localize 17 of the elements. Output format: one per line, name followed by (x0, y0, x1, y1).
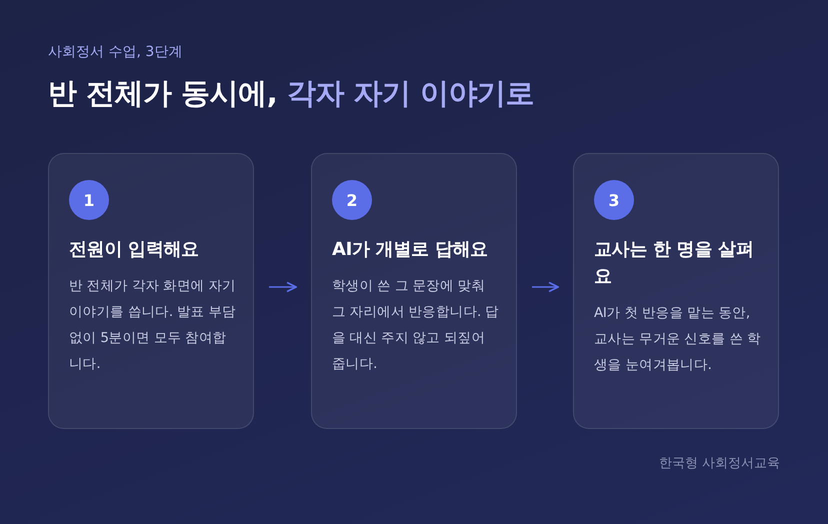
footer-note: 한국형 사회정서교육 (658, 455, 780, 472)
subtitle: 사회정서 수업, 3단계 (48, 43, 182, 61)
step-description: AI가 첫 반응을 맡는 동안, 교사는 무거운 신호를 쓴 학생을 눈여겨봅니다. (594, 304, 762, 375)
step-heading: AI가 개별로 답해요 (332, 238, 489, 262)
step-number-badge: 2 (332, 180, 372, 220)
step-number-badge: 3 (594, 180, 634, 220)
step-card (573, 153, 779, 429)
step-heading: 교사는 한 명을 살펴요 (594, 238, 754, 289)
step-card (48, 153, 254, 429)
title: 반 전체가 동시에, 각자 자기 이야기로 (48, 75, 534, 112)
arrow (532, 282, 559, 292)
arrow (269, 282, 297, 292)
step-description: 반 전체가 각자 화면에 자기 이야기를 씁니다. 발표 부담 없이 5분이면 모두 참여합니다. (69, 277, 237, 374)
step-card (311, 153, 517, 429)
step-heading: 전원이 입력해요 (69, 238, 200, 262)
step-number-badge: 1 (69, 180, 109, 220)
step-description: 학생이 쓴 그 문장에 맞춰 그 자리에서 반응합니다. 답을 대신 주지 않고 되짚어 줍니다. (332, 277, 500, 374)
